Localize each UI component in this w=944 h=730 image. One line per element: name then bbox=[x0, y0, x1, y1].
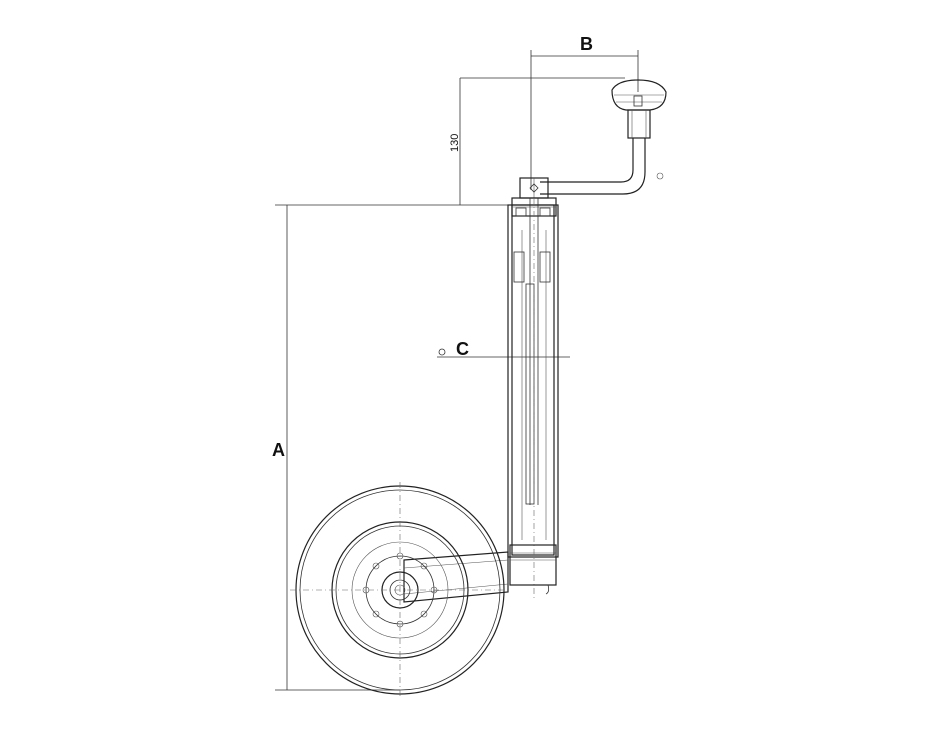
dimension-b-label: B bbox=[580, 34, 593, 54]
dimension-130: 130 bbox=[449, 77, 625, 205]
dimension-c: C bbox=[437, 339, 570, 359]
dimension-c-label: C bbox=[456, 339, 469, 359]
crank-handle bbox=[519, 79, 667, 199]
outer-tube bbox=[507, 197, 559, 600]
dimension-a-label: A bbox=[272, 440, 285, 460]
dimension-130-label: 130 bbox=[449, 134, 461, 152]
dimension-b: B bbox=[530, 34, 639, 190]
wheel bbox=[290, 482, 510, 698]
dimension-a: A bbox=[272, 204, 520, 691]
